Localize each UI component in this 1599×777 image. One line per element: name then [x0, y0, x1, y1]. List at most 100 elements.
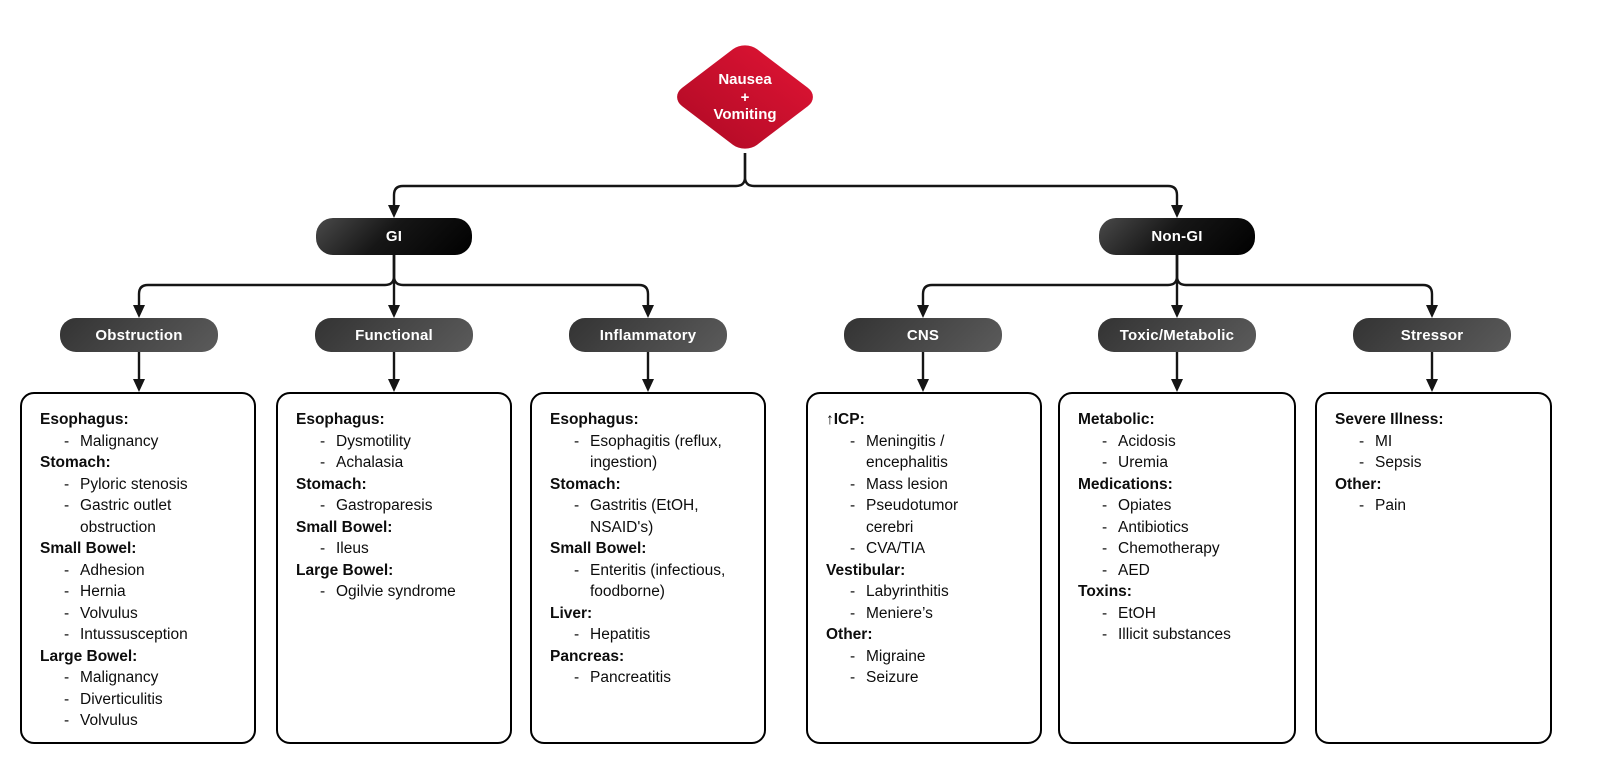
- arrowhead-icon: [642, 379, 654, 392]
- list-item-dash: -: [320, 454, 326, 471]
- list-item: -Esophagitis (reflux, ingestion): [550, 431, 750, 474]
- list-item-dash: -: [850, 604, 856, 622]
- section-title: Metabolic:: [1078, 411, 1155, 428]
- list-item-dash: -: [850, 432, 856, 450]
- list-item: -Adhesion: [40, 560, 240, 582]
- list-item-dash: -: [850, 583, 856, 600]
- list-item-text: Sepsis: [1375, 454, 1422, 471]
- list-item-text: Pyloric stenosis: [80, 475, 188, 493]
- category-node-label: Stressor: [1400, 326, 1464, 344]
- list-item: -Ogilvie syndrome: [296, 581, 496, 603]
- list-item-text: Intussusception: [80, 626, 188, 643]
- arrowhead-icon: [133, 379, 145, 392]
- section-title: Esophagus:: [296, 411, 385, 428]
- category-node-label: Functional: [355, 326, 433, 344]
- list-item: -Seizure: [826, 667, 1004, 689]
- list-item-text: MI: [1375, 432, 1393, 450]
- list-item: -Pancreatitis: [550, 667, 750, 689]
- list-item: -Hernia: [40, 581, 240, 603]
- connector-line: [392, 153, 747, 206]
- list-item-text: Gastric outlet obstruction: [80, 497, 172, 536]
- list-item-text: Gastritis (EtOH, NSAID's): [590, 497, 699, 536]
- list-item-text: Gastroparesis: [336, 497, 433, 514]
- category-node-label: Obstruction: [95, 326, 183, 344]
- list-item: -Achalasia: [296, 452, 496, 474]
- list-item: -Diverticulitis: [40, 689, 240, 711]
- section-title: Large Bowel:: [40, 647, 138, 665]
- section-title: Other:: [826, 626, 873, 643]
- root-node-label-line: Nausea: [718, 71, 772, 88]
- list-item: -CVA/TIA: [826, 538, 1004, 560]
- list-item: -Uremia: [1078, 452, 1280, 474]
- list-item-dash: -: [574, 561, 580, 579]
- category-node-functional: Functional: [315, 318, 473, 352]
- section-title: Small Bowel:: [40, 540, 137, 557]
- connector-line: [137, 255, 396, 306]
- list-item-text: Hernia: [80, 583, 126, 600]
- list-item: -Gastroparesis: [296, 495, 496, 517]
- list-item-dash: -: [1102, 454, 1108, 471]
- list-item-dash: -: [850, 497, 856, 514]
- section-title: Liver:: [550, 604, 593, 622]
- section-title: Other:: [1335, 475, 1382, 493]
- list-item-dash: -: [64, 497, 70, 514]
- section-title: Toxins:: [1078, 583, 1132, 600]
- list-item: -Malignancy: [40, 667, 240, 689]
- arrowhead-icon: [388, 205, 400, 218]
- list-item-dash: -: [64, 626, 70, 643]
- list-item-text: Diverticulitis: [80, 690, 163, 708]
- category-node-label: Inflammatory: [599, 326, 697, 344]
- list-item-text: Pancreatitis: [590, 669, 671, 686]
- list-item-text: Seizure: [866, 669, 919, 686]
- list-item-dash: -: [574, 669, 580, 686]
- list-item-dash: -: [574, 497, 580, 514]
- list-item-dash: -: [850, 647, 856, 665]
- list-item-dash: -: [320, 432, 326, 450]
- category-node-cns: CNS: [844, 318, 1002, 352]
- section-title: Severe Illness:: [1335, 411, 1444, 428]
- list-item: -Sepsis: [1335, 452, 1536, 474]
- category-node-toxic-metabolic: Toxic/Metabolic: [1098, 318, 1256, 352]
- connector-line: [1175, 255, 1434, 306]
- list-item: -Mass lesion: [826, 474, 1004, 496]
- list-item: -AED: [1078, 560, 1280, 582]
- list-item: -Malignancy: [40, 431, 240, 453]
- list-item-dash: -: [850, 540, 856, 557]
- arrowhead-icon: [388, 379, 400, 392]
- list-item-text: Ogilvie syndrome: [336, 583, 456, 600]
- detail-box-inflammatory: Esophagus: -Esophagitis (reflux, ingestio…: [530, 392, 766, 744]
- branch-node-gi: GI: [316, 218, 472, 255]
- list-item-dash: -: [64, 561, 70, 579]
- arrowhead-icon: [388, 305, 400, 318]
- list-item: -Acidosis: [1078, 431, 1280, 453]
- list-item-dash: -: [320, 540, 326, 557]
- list-item: -Pyloric stenosis: [40, 474, 240, 496]
- list-item-dash: -: [64, 690, 70, 708]
- list-item-text: EtOH: [1118, 604, 1156, 622]
- list-item-text: Enteritis (infectious, foodborne): [590, 561, 726, 601]
- list-item: -Illicit substances: [1078, 624, 1280, 646]
- list-item-dash: -: [1102, 518, 1108, 536]
- arrowhead-icon: [133, 305, 145, 318]
- list-item-text: Ileus: [336, 540, 369, 557]
- list-item-dash: -: [320, 497, 326, 514]
- list-item-text: Chemotherapy: [1118, 540, 1220, 557]
- section-title: Stomach:: [550, 475, 621, 493]
- section-title: Stomach:: [40, 454, 111, 471]
- section-title: Esophagus:: [550, 411, 639, 428]
- list-item: -Labyrinthitis: [826, 581, 1004, 603]
- list-item-text: Malignancy: [80, 669, 159, 686]
- list-item: -MI: [1335, 431, 1536, 453]
- list-item-text: Achalasia: [336, 454, 404, 471]
- root-node-label: Nausea+Vomiting: [670, 71, 820, 124]
- list-item-dash: -: [850, 475, 856, 493]
- list-item-dash: -: [64, 432, 70, 450]
- list-item-dash: -: [64, 583, 70, 600]
- list-item: -Ileus: [296, 538, 496, 560]
- list-item-dash: -: [1102, 626, 1108, 643]
